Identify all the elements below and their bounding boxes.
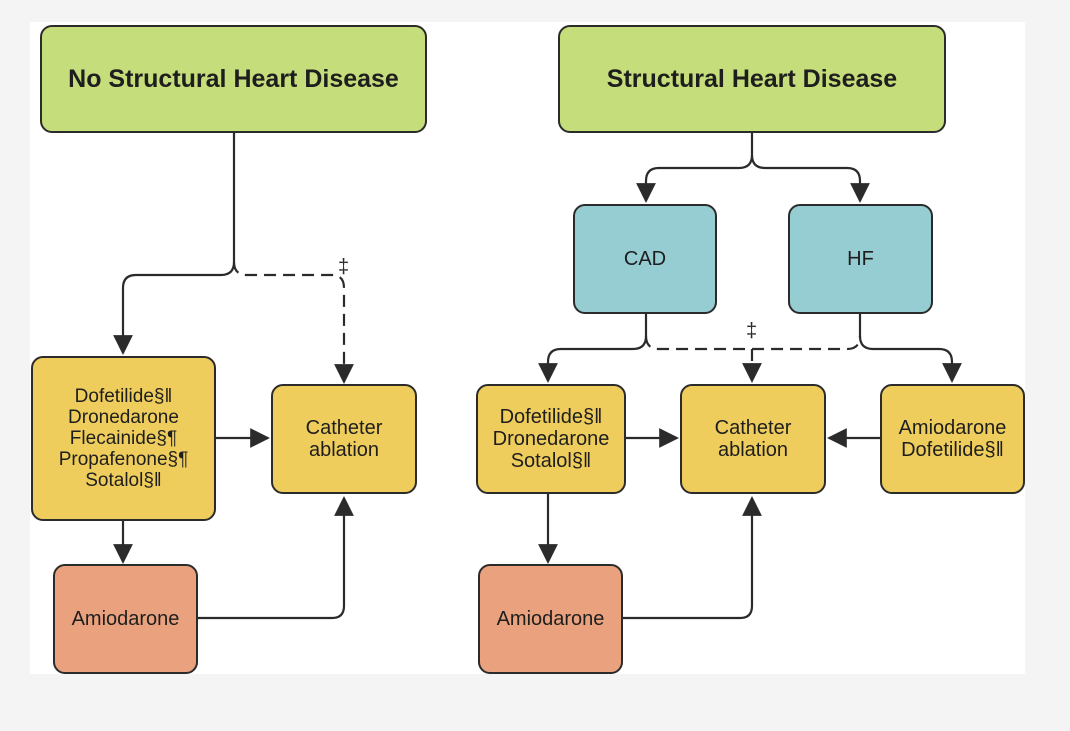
dagger-mark-left: ‡ — [338, 256, 350, 278]
edge-cad-hf-to-ablation-dashed — [644, 335, 862, 381]
edge-left-title-to-ablation-dashed — [232, 261, 354, 384]
hf-label: HF — [847, 248, 874, 270]
drug-option: Dronedarone — [492, 428, 610, 450]
node-structural-heart-disease: Structural Heart Disease — [558, 25, 946, 133]
node-title-label: No Structural Heart Disease — [68, 64, 399, 93]
ablation-label-line: Catheter — [714, 417, 792, 439]
drug-option: Dofetilide§‖ — [499, 406, 603, 428]
dagger-mark-right: ‡ — [746, 320, 758, 342]
drug-option: Flecainide§¶ — [69, 428, 178, 449]
node-no-structural-heart-disease: No Structural Heart Disease — [40, 25, 427, 133]
node-right-catheter-ablation: Catheter ablation — [680, 384, 826, 494]
drug-option: Sotalol§‖ — [510, 450, 592, 472]
edge-right-title-to-hf — [750, 154, 870, 203]
node-hf-drug-options: Amiodarone Dofetilide§‖ — [880, 384, 1025, 494]
edge-left-title-to-drugs — [113, 133, 236, 355]
drug-option: Dofetilide§‖ — [74, 386, 173, 407]
node-cad-drug-options: Dofetilide§‖ Dronedarone Sotalol§‖ — [476, 384, 626, 494]
amiodarone-label: Amiodarone — [496, 608, 605, 630]
node-left-drug-options: Dofetilide§‖ Dronedarone Flecainide§¶ Pr… — [31, 356, 216, 521]
edge-right-amiodarone-to-ablation — [623, 496, 762, 620]
ablation-label-line: ablation — [308, 439, 380, 461]
edge-hf-to-drugs — [858, 313, 962, 383]
node-title-label: Structural Heart Disease — [606, 64, 898, 93]
drug-option: Amiodarone — [898, 417, 1007, 439]
drug-option: Sotalol§‖ — [85, 470, 162, 491]
drug-option: Dronedarone — [68, 407, 179, 428]
edge-right-title-split — [636, 133, 754, 203]
ablation-label-line: Catheter — [305, 417, 383, 439]
drug-option: Dofetilide§‖ — [901, 439, 1004, 461]
node-right-amiodarone: Amiodarone — [478, 564, 623, 674]
node-left-amiodarone: Amiodarone — [53, 564, 198, 674]
cad-label: CAD — [623, 248, 667, 270]
node-hf: HF — [788, 204, 933, 314]
edge-cad-to-drugs — [538, 313, 648, 383]
edge-left-amiodarone-to-ablation — [198, 496, 354, 620]
drug-option: Propafenone§¶ — [58, 449, 189, 470]
node-cad: CAD — [573, 204, 717, 314]
amiodarone-label: Amiodarone — [71, 608, 180, 630]
node-left-catheter-ablation: Catheter ablation — [271, 384, 417, 494]
ablation-label-line: ablation — [717, 439, 789, 461]
